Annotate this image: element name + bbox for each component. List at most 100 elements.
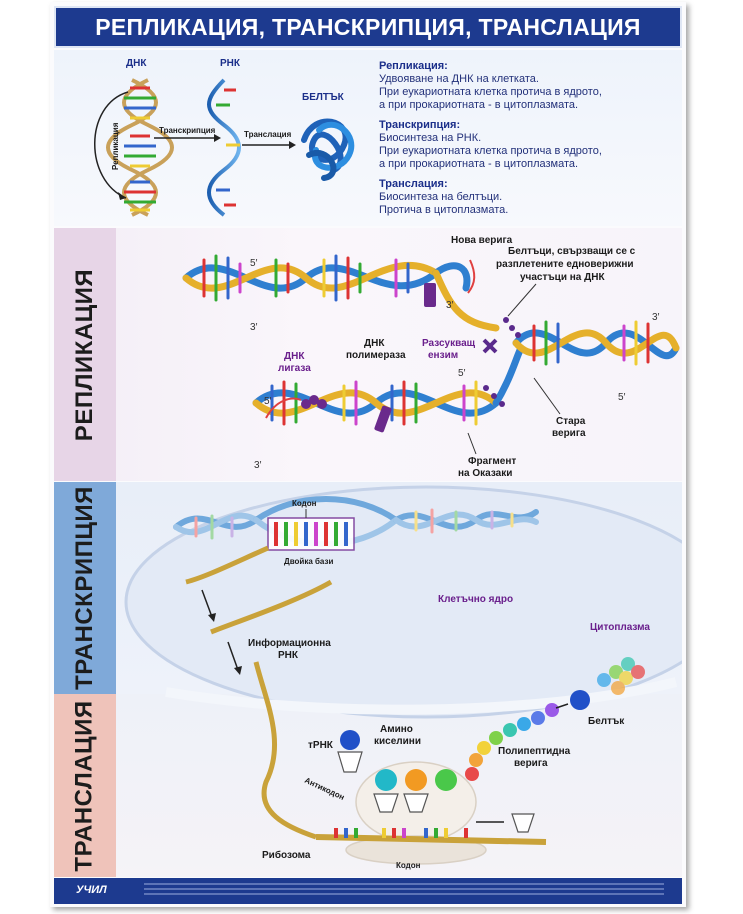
footer-bar: УЧИЛ	[54, 878, 682, 904]
okazaki-label-1: Фрагмент	[468, 456, 516, 467]
transcription-dna	[173, 496, 539, 547]
unwinding-enzyme-label-2: ензим	[428, 350, 458, 361]
base-pair-label: Двойка бази	[284, 557, 333, 566]
publisher-logo: УЧИЛ	[76, 884, 107, 896]
mrna-flow-arrowhead-1	[208, 613, 216, 622]
poster-title: РЕПЛИКАЦИЯ, ТРАНСКРИПЦИЯ, ТРАНСЛАЦИЯ	[95, 13, 641, 40]
binding-proteins-pointer	[507, 283, 537, 317]
protein-arrow	[555, 703, 569, 709]
protein-label: Белтък	[588, 716, 625, 727]
prime-5-lower: 5′	[264, 396, 272, 407]
mrna-label-2: РНК	[278, 650, 299, 661]
codon-bases	[274, 522, 348, 546]
overview-protein-blob	[301, 118, 355, 181]
dna-ligase-label-2: лигаза	[278, 363, 311, 374]
dna-ligase-label-1: ДНК	[284, 351, 305, 362]
overview-translation-label: Транслация	[244, 130, 292, 139]
trna-label: тРНК	[308, 740, 334, 751]
mrna-flow-arrowhead-2	[234, 666, 242, 675]
binding-proteins	[483, 317, 521, 407]
definition-line: При еукариотната клетка протича в ядрото…	[379, 86, 602, 98]
replication-arrowhead	[118, 192, 126, 200]
mrna-strand-middle	[210, 579, 333, 635]
definition-line: а при прокариотната - в цитоплазмата.	[379, 158, 579, 170]
definition-transcription: Транскрипция: Биосинтеза на РНК. При еук…	[379, 119, 679, 171]
prime-3-lower: 3′	[254, 460, 262, 471]
mrna-strand-lower	[253, 661, 317, 840]
tab-transcription: ТРАНСКРИПЦИЯ	[54, 482, 116, 694]
definition-translation: Транслация: Биосинтеза на белтъци. Проти…	[379, 178, 679, 217]
old-strand-label-2: верига	[552, 428, 586, 439]
dna-ligase-shape	[301, 395, 327, 409]
definition-line: а при прокариотната - в цитоплазмата.	[379, 99, 579, 111]
definition-line: Протича в цитоплазмата.	[379, 204, 509, 216]
amino-acids-label-2: киселини	[374, 736, 421, 747]
tab-replication: РЕПЛИКАЦИЯ	[54, 228, 116, 481]
definition-line: При еукариотната клетка протича в ядрото…	[379, 145, 602, 157]
definition-replication: Репликация: Удвояване на ДНК на клетката…	[379, 60, 679, 112]
protein-coil	[597, 657, 645, 695]
cytoplasm-label: Цитоплазма	[590, 622, 650, 633]
mrna-flow-arrow-1	[201, 589, 213, 618]
overview-rna-strand	[207, 78, 241, 217]
new-strand-label: Нова верига	[451, 235, 513, 246]
replication-parent-helix	[512, 320, 680, 366]
binding-proteins-label-1: Белтъци, свързващи се с	[508, 246, 636, 257]
codon-label-bottom: Кодон	[396, 861, 421, 870]
trna-amino-acid	[340, 730, 360, 750]
protein-sphere	[570, 690, 590, 710]
binding-proteins-label-2: разплетените едноверижни	[496, 259, 634, 270]
old-strand-pointer	[533, 377, 561, 415]
definition-heading: Транскрипция:	[379, 119, 461, 131]
mrna-flow-arrow-2	[227, 641, 239, 671]
amino-acids-label-1: Амино	[380, 724, 413, 735]
nuclear-envelope	[165, 677, 678, 715]
dna-polymerase-label-1: ДНК	[364, 338, 385, 349]
mrna-strand-upper	[185, 545, 270, 585]
transcription-arrowhead	[214, 134, 221, 142]
mrna-on-ribosome	[315, 834, 547, 845]
prime-5-upper: 5′	[250, 258, 258, 269]
replication-upper-helix	[182, 254, 500, 332]
overview-dna-helix	[106, 78, 174, 217]
overview-protein-label: БЕЛТЪК	[302, 92, 345, 103]
prime-3-mid: 3′	[446, 300, 454, 311]
unwinding-enzyme-marker	[482, 338, 498, 354]
overview-rna-label: РНК	[220, 58, 241, 69]
ribosome-label: Рибозома	[262, 849, 311, 861]
tab-replication-label: РЕПЛИКАЦИЯ	[71, 268, 98, 441]
overview-dna-label: ДНК	[126, 58, 147, 69]
ribosome-small-subunit	[345, 835, 487, 865]
translation-arrowhead	[289, 141, 296, 149]
definition-heading: Транслация:	[379, 178, 448, 190]
definition-line: Удвояване на ДНК на клетката.	[379, 73, 539, 85]
trna-molecule	[337, 751, 363, 773]
ligase-arrow	[265, 397, 302, 419]
anticodon-label: Антикодон	[303, 776, 346, 802]
title-bar: РЕПЛИКАЦИЯ, ТРАНСКРИПЦИЯ, ТРАНСЛАЦИЯ	[54, 6, 682, 48]
tab-transcription-label: ТРАНСКРИПЦИЯ	[71, 486, 98, 690]
prime-3-upper: 3′	[250, 322, 258, 333]
codon-label-top: Кодон	[292, 499, 317, 508]
nucleus-membrane	[124, 485, 682, 719]
exiting-trna	[511, 813, 535, 833]
overview-diagram: ДНК Репликация РНК Транскрипция Трансла	[94, 58, 355, 217]
tab-translation-label: ТРАНСЛАЦИЯ	[71, 699, 99, 872]
replication-loop-arrow	[94, 91, 129, 199]
amino-acid-3	[435, 769, 457, 791]
prime-3-right: 3′	[652, 312, 660, 323]
binding-proteins-label-3: участъци на ДНК	[520, 272, 605, 283]
definition-heading: Репликация:	[379, 60, 448, 72]
polypeptide-chain	[465, 703, 559, 781]
replication-lower-helix	[252, 344, 525, 426]
mrna-label-1: Информационна	[248, 637, 331, 649]
definitions-panel: Репликация: Удвояване на ДНК на клетката…	[379, 60, 679, 224]
tab-translation: ТРАНСЛАЦИЯ	[54, 694, 116, 877]
unwinding-enzyme-label-1: Разсукващ	[422, 338, 476, 349]
definition-line: Биосинтеза на РНК.	[379, 132, 482, 144]
overview-replication-label: Репликация	[111, 122, 120, 170]
dna-polymerase-lower	[374, 405, 392, 433]
amino-acid-2	[405, 769, 427, 791]
poster: РЕПЛИКАЦИЯ, ТРАНСКРИПЦИЯ, ТРАНСЛАЦИЯ	[50, 2, 686, 907]
amino-acid-1	[375, 769, 397, 791]
